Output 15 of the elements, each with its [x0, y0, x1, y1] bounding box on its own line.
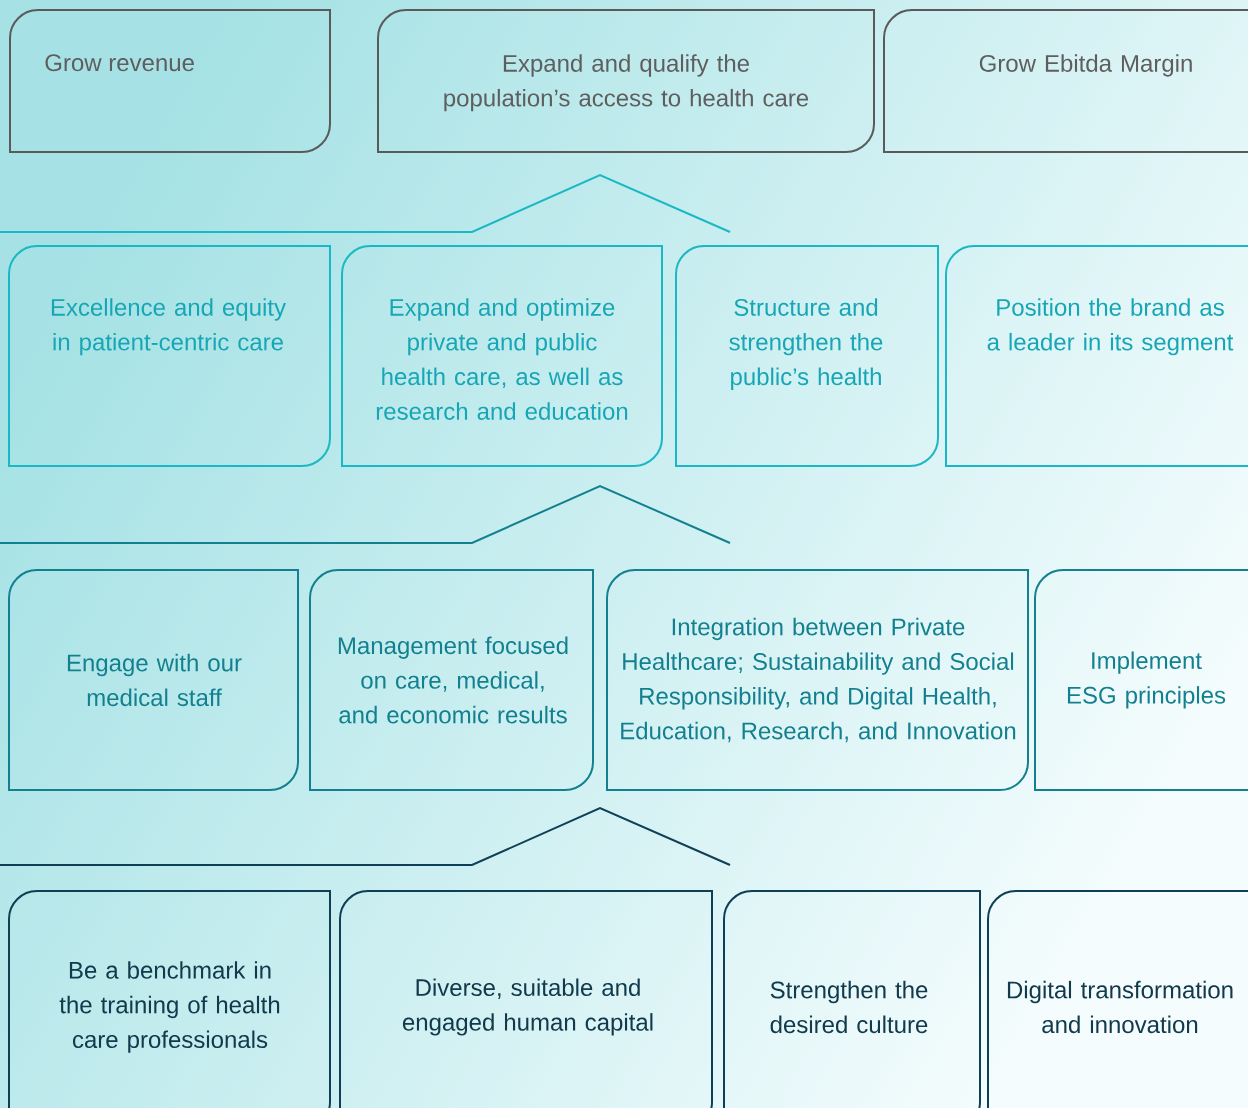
text-box: Integration between Private Healthcare; Sustainability and Social Responsibility, and Digital Health, Education, Research, and Innovation — [606, 569, 1029, 791]
text-box: Structure and strengthen the public’s health — [675, 245, 939, 467]
text-box: Grow Ebitda Margin — [883, 9, 1248, 153]
text-box: Management focused on care, medical, and economic results — [309, 569, 594, 791]
text-box: Position the brand as a leader in its segment — [945, 245, 1248, 467]
text-box: Implement ESG principles — [1034, 569, 1248, 791]
text-box: Engage with our medical staff — [8, 569, 299, 791]
text-box: Excellence and equity in patient-centric care — [8, 245, 331, 467]
text-box: Expand and optimize private and public health care, as well as research and education — [341, 245, 663, 467]
text-box: Expand and qualify the population’s access to health care — [377, 9, 875, 153]
text-box: Grow revenue — [9, 9, 331, 153]
text-box: Digital transformation and innovation — [987, 890, 1248, 1108]
text-box: Be a benchmark in the training of health care professionals — [8, 890, 331, 1108]
text-box: Strengthen the desired culture — [723, 890, 981, 1108]
text-box: Diverse, suitable and engaged human capital — [339, 890, 713, 1108]
